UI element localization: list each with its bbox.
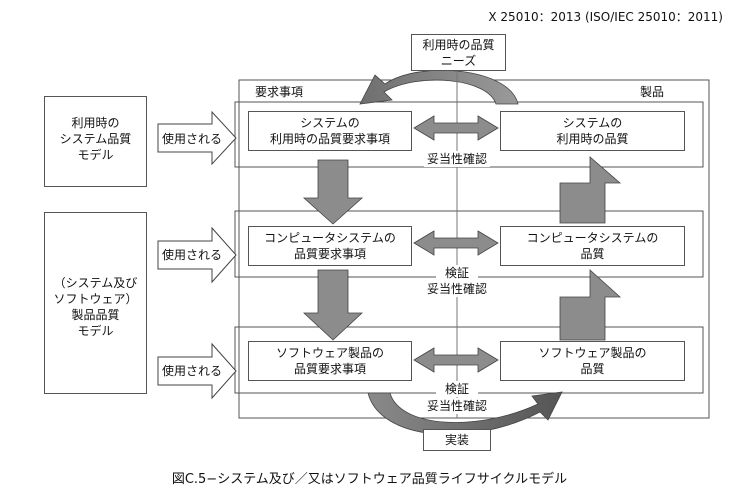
software-product-requirements-line1: ソフトウェア製品の xyxy=(275,346,384,360)
down-arrow-2 xyxy=(302,269,364,341)
needs-box: 利用時の品質 ニーズ xyxy=(411,34,506,71)
quality-in-use-model-line1: 利用時の xyxy=(71,116,120,130)
used-by-label-2: 使用される xyxy=(162,247,223,263)
computer-system-product-line1: コンピュータシステムの xyxy=(526,231,659,245)
up-arrow-1 xyxy=(559,156,622,224)
row2-verification-label: 検証 xyxy=(436,265,478,281)
row3-verification-label: 検証 xyxy=(436,381,478,397)
software-product-quality-box: ソフトウェア製品の 品質 xyxy=(500,341,685,381)
row1-frame xyxy=(234,101,704,168)
double-arrow-row1 xyxy=(413,115,499,141)
product-label: 製品 xyxy=(640,85,665,99)
row2-validation-label: 妥当性確認 xyxy=(424,281,490,297)
down-arrow-1 xyxy=(302,159,364,225)
software-product-requirements-box: ソフトウェア製品の 品質要求事項 xyxy=(248,341,412,381)
computer-system-requirements-line2: 品質要求事項 xyxy=(293,247,366,261)
system-qiu-product-box: システムの 利用時の品質 xyxy=(500,111,685,151)
double-arrow-row2 xyxy=(413,230,499,256)
implementation-label: 実装 xyxy=(444,433,469,447)
computer-system-product-box: コンピュータシステムの 品質 xyxy=(500,226,685,266)
needs-box-line1: 利用時の品質 xyxy=(422,38,495,52)
row1-validation-label: 妥当性確認 xyxy=(424,151,490,167)
figure-caption: 図C.5−システム及び／又はソフトウェア品質ライフサイクルモデル xyxy=(171,472,568,487)
system-qiu-requirements-box: システムの 利用時の品質要求事項 xyxy=(248,111,412,151)
needs-curved-arrow xyxy=(359,69,519,105)
product-quality-model-line3: 製品品質 xyxy=(71,308,120,322)
up-arrow-2 xyxy=(559,269,622,341)
system-qiu-product-line2: 利用時の品質 xyxy=(556,132,629,146)
product-quality-model-box: （システム及び ソフトウェア） 製品品質 モデル xyxy=(44,212,147,394)
requirements-label: 要求事項 xyxy=(255,85,304,99)
product-quality-model-line2: ソフトウェア） xyxy=(53,292,138,306)
implementation-box: 実装 xyxy=(423,429,491,451)
quality-in-use-model-box: 利用時の システム品質 モデル xyxy=(44,96,147,187)
quality-in-use-model-line2: システム品質 xyxy=(59,132,132,146)
row3-validation-label: 妥当性確認 xyxy=(424,398,490,414)
product-quality-model-line4: モデル xyxy=(77,324,114,338)
system-qiu-product-line1: システムの xyxy=(562,116,623,130)
software-product-quality-line1: ソフトウェア製品の xyxy=(538,346,647,360)
product-quality-model-line1: （システム及び xyxy=(53,276,138,290)
needs-box-line2: ニーズ xyxy=(440,54,477,68)
system-qiu-requirements-line2: 利用時の品質要求事項 xyxy=(269,132,390,146)
implementation-curved-arrow xyxy=(367,391,563,435)
used-by-label-3: 使用される xyxy=(162,363,223,379)
computer-system-product-line2: 品質 xyxy=(580,247,605,261)
software-product-requirements-line2: 品質要求事項 xyxy=(293,362,366,376)
computer-system-requirements-line1: コンピュータシステムの xyxy=(264,231,396,245)
system-qiu-requirements-line1: システムの xyxy=(300,116,360,130)
computer-system-requirements-box: コンピュータシステムの 品質要求事項 xyxy=(248,226,412,266)
standard-reference: X 25010：2013 (ISO/IEC 25010：2011) xyxy=(488,10,723,24)
used-by-label-1: 使用される xyxy=(162,131,223,147)
double-arrow-row3 xyxy=(413,347,499,373)
quality-in-use-model-line3: モデル xyxy=(77,148,114,162)
software-product-quality-line2: 品質 xyxy=(580,362,605,376)
